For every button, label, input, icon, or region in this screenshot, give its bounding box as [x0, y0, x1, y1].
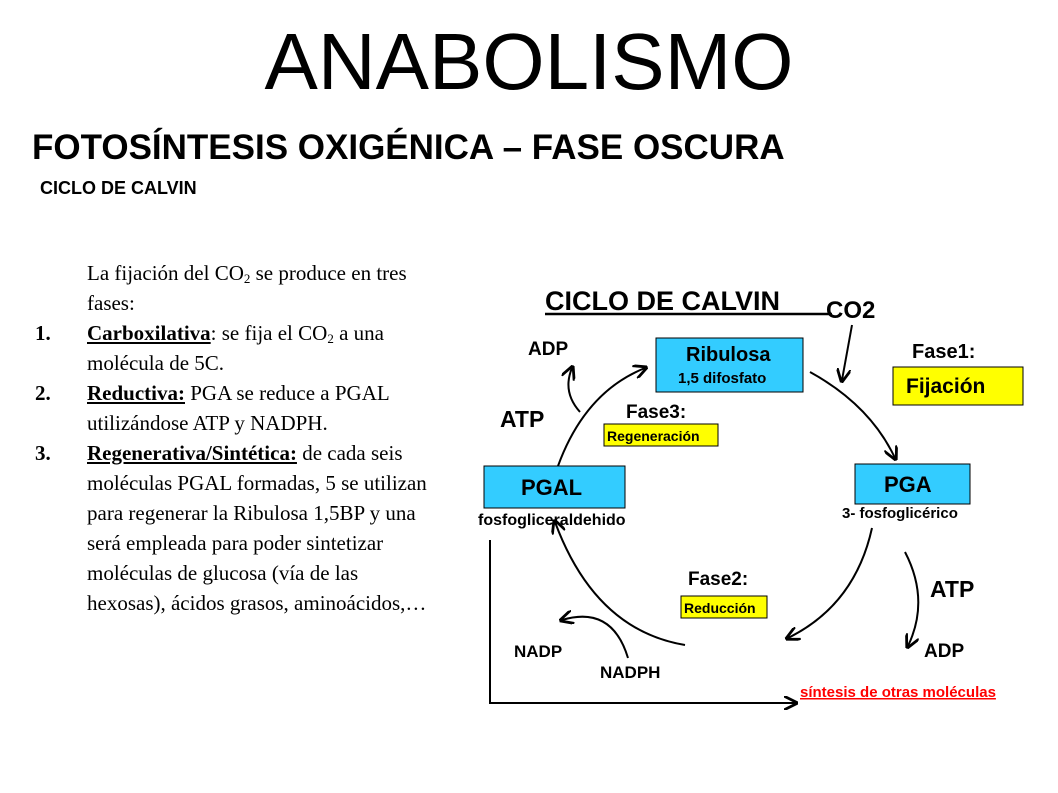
nadp-label: NADP — [514, 642, 562, 661]
item-text: : se fija el CO — [210, 321, 328, 345]
synthesis-arrow — [489, 540, 795, 703]
co2-arrow — [842, 324, 853, 380]
section-label: CICLO DE CALVIN — [40, 178, 197, 198]
atp-right-label: ATP — [930, 576, 974, 602]
item-text: de cada seis moléculas PGAL formadas, 5 … — [87, 441, 427, 615]
fase3-label: Fase3: — [626, 402, 686, 423]
intro-paragraph: La fijación del CO2 se produce en tres f… — [33, 258, 428, 318]
atp-adp-left-arrow — [568, 368, 581, 413]
fase2-label: Fase2: — [688, 569, 748, 590]
ribulosa-sublabel: 1,5 difosfato — [678, 370, 766, 387]
nadph-nadp-arrow — [562, 617, 629, 659]
cycle-arc-top-left — [557, 368, 645, 467]
ribulosa-label: Ribulosa — [686, 344, 771, 366]
ribulosa-box — [655, 337, 804, 393]
item-term: Carboxilativa — [87, 321, 211, 345]
item-number: 1. — [35, 321, 51, 345]
cycle-arc-bottom-right — [788, 527, 873, 638]
nadph-label: NADPH — [600, 663, 660, 682]
pga-label: PGA — [884, 472, 932, 497]
pga-box — [854, 463, 971, 505]
co2-label: CO2 — [826, 297, 875, 324]
item-term: Reductiva: — [87, 381, 185, 405]
pgal-label: PGAL — [521, 475, 582, 500]
list-item: 2. Reductiva: PGA se reduce a PGAL utiliz… — [33, 378, 428, 438]
pga-sublabel: 3- fosfoglicérico — [842, 505, 958, 522]
item-text: PGA se reduce a PGAL utilizándose ATP y … — [87, 381, 389, 435]
intro-text-b: se produce en tres fases: — [87, 261, 407, 315]
calvin-cycle-diagram: CICLO DE CALVIN CO2 Ribulosa 1,5 difosfa… — [478, 286, 1024, 738]
list-item: 1. Carboxilativa: se fija el CO2 a una mo… — [33, 318, 428, 378]
list-item: 3. Regenerativa/Sintética: de cada seis m… — [33, 438, 428, 618]
reduccion-box — [680, 595, 768, 619]
regeneracion-box — [603, 423, 719, 447]
fijacion-box — [892, 366, 1024, 406]
fijacion-label: Fijación — [906, 375, 985, 398]
reduccion-label: Reducción — [684, 600, 756, 616]
cycle-arc-bottom-left — [555, 522, 686, 646]
slide-title: ANABOLISMO — [264, 17, 794, 106]
item-number: 3. — [35, 441, 51, 465]
pgal-sublabel: fosfogliceraldehido — [478, 512, 626, 529]
adp-right-label: ADP — [924, 641, 964, 662]
atp-left-label: ATP — [500, 406, 544, 432]
intro-text-a: La fijación del CO — [87, 261, 244, 285]
atp-adp-right-arrow — [904, 551, 920, 646]
cycle-arc-top-right — [809, 371, 895, 458]
item-text-b: a una molécula de 5C. — [87, 321, 384, 375]
body-text: La fijación del CO2 se produce en tres f… — [33, 258, 428, 618]
diagram-title: CICLO DE CALVIN — [545, 286, 780, 316]
adp-left-label: ADP — [528, 339, 568, 360]
item-number: 2. — [35, 381, 51, 405]
fase1-label: Fase1: — [912, 341, 975, 363]
pgal-box — [483, 465, 626, 509]
synthesis-label: síntesis de otras moléculas — [800, 684, 996, 701]
phases-list: 1. Carboxilativa: se fija el CO2 a una mo… — [33, 318, 428, 618]
intro-subscript: 2 — [243, 271, 251, 286]
regeneracion-label: Regeneración — [607, 428, 700, 444]
slide-subtitle: FOTOSÍNTESIS OXIGÉNICA – FASE OSCURA — [32, 128, 785, 167]
item-term: Regenerativa/Sintética: — [87, 441, 297, 465]
item-subscript: 2 — [327, 331, 334, 346]
